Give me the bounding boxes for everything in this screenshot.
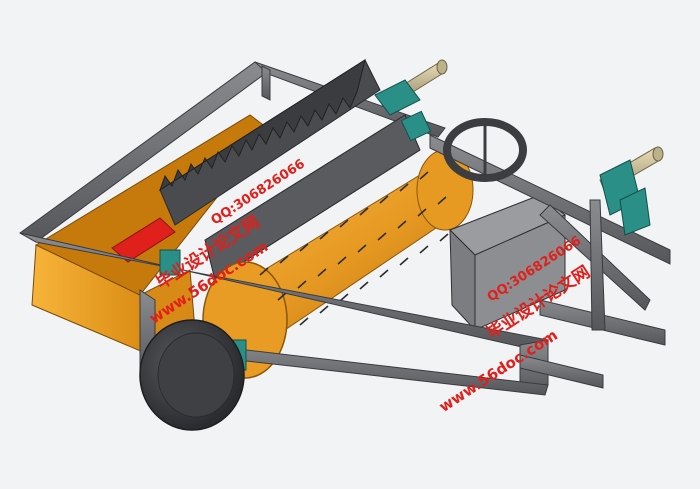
comb-plate-rear [204,114,421,281]
rear-wheel [443,118,527,182]
front-frame [19,134,671,396]
bearing-block-rear [374,79,432,142]
gearbox-housing [449,194,566,332]
bearing-block-front [599,159,651,236]
ground-wheel [139,319,245,431]
comb-plate-front [159,58,381,226]
